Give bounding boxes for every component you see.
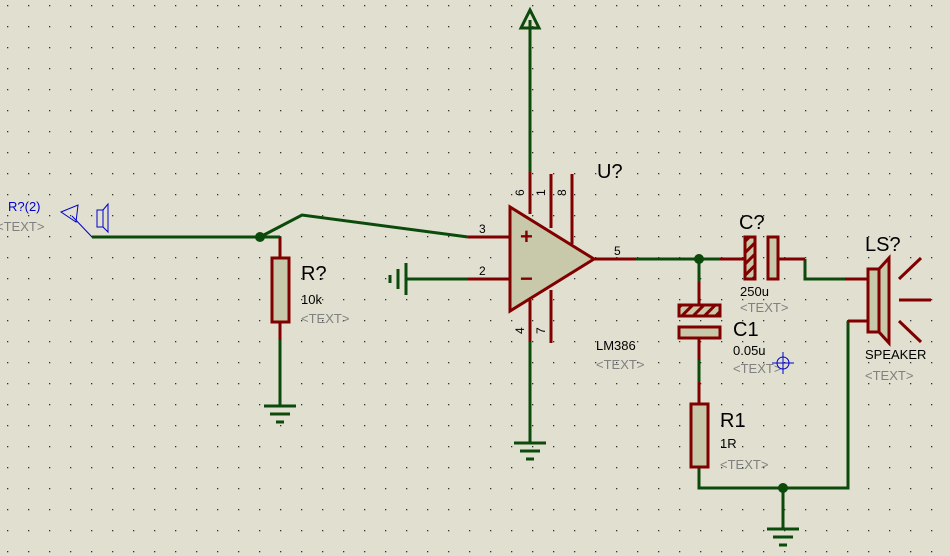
capacitor-c-out[interactable]: C? 250u <TEXT> — [720, 212, 805, 315]
power-arrow-icon — [518, 6, 542, 30]
crosshair-cursor-icon — [772, 352, 794, 374]
pin-label: 7 — [534, 327, 548, 334]
value-label: LM386 — [596, 338, 636, 353]
value-label: 1R — [720, 436, 737, 451]
sound-waves-icon — [897, 256, 931, 344]
terminal-ref: R?(2) — [8, 199, 41, 214]
ref-label: R1 — [720, 410, 746, 432]
speaker-ls[interactable]: LS? SPEAKER <TEXT> — [845, 234, 931, 383]
ref-label: R? — [301, 263, 327, 285]
pin-label: 4 — [513, 327, 527, 334]
resistor-r-input[interactable]: R? 10k <TEXT> — [270, 237, 349, 340]
power-terminal[interactable] — [518, 6, 542, 30]
pin-label: 2 — [479, 264, 486, 278]
ref-label: U? — [597, 161, 623, 183]
pin-label: 5 — [614, 244, 621, 258]
capacitor-c1[interactable]: C1 0.05u <TEXT> — [677, 282, 781, 376]
ground-icon[interactable] — [264, 404, 296, 424]
input-terminal[interactable]: R?(2) <TEXT> — [0, 199, 109, 238]
text-placeholder: <TEXT> — [720, 457, 768, 472]
amplifier-u[interactable]: + − 6 1 8 3 2 5 4 7 U? LM386 <TEXT> — [468, 161, 644, 372]
pin-label: 6 — [513, 189, 527, 196]
value-label: 250u — [740, 284, 769, 299]
junction — [778, 483, 788, 493]
junction — [255, 232, 265, 242]
pin-label: 8 — [555, 189, 569, 196]
ref-label: C1 — [733, 319, 759, 341]
value-label: 10k — [301, 292, 322, 307]
terminal-arrow-icon — [59, 204, 79, 223]
speaker-source-icon — [96, 209, 104, 228]
junction — [694, 254, 704, 264]
text-placeholder: <TEXT> — [740, 300, 788, 315]
terminal-text: <TEXT> — [0, 219, 44, 234]
resistor-r1[interactable]: R1 1R <TEXT> — [689, 382, 768, 472]
minus-sign: − — [520, 266, 533, 291]
pin-label: 3 — [479, 222, 486, 236]
pin-label: 1 — [534, 189, 548, 196]
value-label: 0.05u — [733, 343, 766, 358]
value-label: SPEAKER — [865, 347, 926, 362]
ref-label: LS? — [865, 234, 901, 256]
text-placeholder: <TEXT> — [596, 357, 644, 372]
ground-icon[interactable] — [767, 527, 799, 547]
ground-icon[interactable] — [388, 263, 408, 295]
text-placeholder: <TEXT> — [733, 361, 781, 376]
ground-icon[interactable] — [514, 441, 546, 461]
ref-label: C? — [739, 212, 765, 234]
text-placeholder: <TEXT> — [865, 368, 913, 383]
plus-sign: + — [520, 224, 533, 249]
text-placeholder: <TEXT> — [301, 311, 349, 326]
